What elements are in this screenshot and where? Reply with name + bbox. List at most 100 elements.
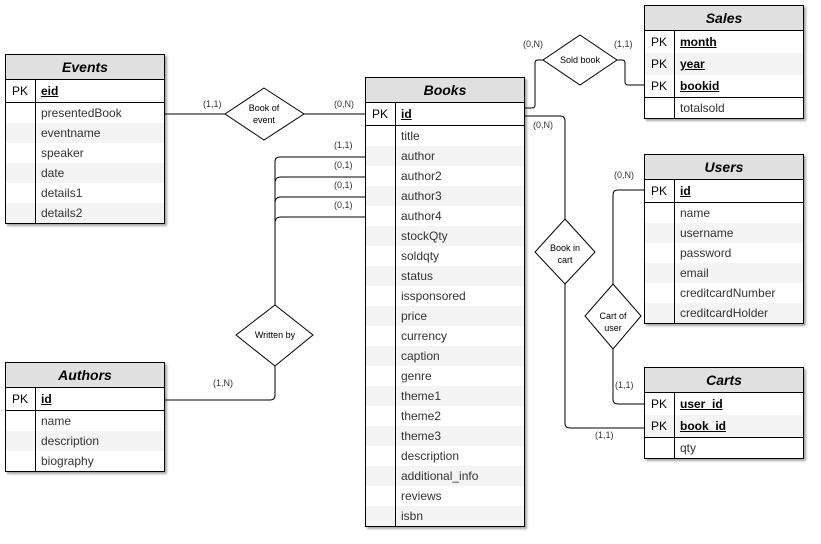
column-divider — [674, 179, 675, 323]
field-row[interactable]: eventname — [6, 123, 164, 143]
field-row[interactable]: username — [645, 223, 803, 243]
field-row[interactable]: email — [645, 263, 803, 283]
entity-title: Carts — [645, 368, 803, 393]
field-row[interactable]: totalsold — [645, 98, 803, 118]
connector-author2-written-by — [274, 176, 366, 184]
field-name: name — [680, 206, 711, 220]
field-row[interactable]: issponsored — [366, 286, 524, 306]
field-row[interactable]: author2 — [366, 166, 524, 186]
field-name: creditcardHolder — [680, 306, 769, 320]
connector-author4-written-by — [274, 216, 366, 224]
relationship-book-of-event-label-2: event — [253, 115, 276, 125]
pk-marker: PK — [11, 392, 28, 406]
column-divider — [35, 79, 36, 223]
field-row[interactable]: price — [366, 306, 524, 326]
field-row[interactable]: biography — [6, 451, 164, 471]
field-name: isbn — [401, 509, 424, 523]
field-name: theme2 — [401, 409, 442, 423]
field-row[interactable]: caption — [366, 346, 524, 366]
connector-written-by-authors — [165, 366, 276, 401]
pk-field-name: id — [680, 184, 691, 198]
field-row[interactable]: currency — [366, 326, 524, 346]
field-row[interactable]: title — [366, 126, 524, 146]
field-row[interactable]: isbn — [366, 506, 524, 526]
relationship-cart-of-user-label-1: Cart of — [599, 311, 627, 321]
column-divider — [395, 102, 396, 526]
cardinality-sales-side: (1,1) — [614, 39, 633, 49]
field-row[interactable]: author3 — [366, 186, 524, 206]
field-row[interactable]: date — [6, 163, 164, 183]
field-row[interactable]: stockQty — [366, 226, 524, 246]
field-row[interactable]: details2 — [6, 203, 164, 223]
entity-title: Events — [6, 55, 164, 80]
relationship-written-by-label: Written by — [255, 330, 296, 340]
field-row[interactable]: description — [366, 446, 524, 466]
pk-row[interactable]: PK id — [645, 180, 803, 203]
field-row[interactable]: additional_info — [366, 466, 524, 486]
field-name: additional_info — [401, 469, 479, 483]
pk-field-name: user_id — [680, 397, 723, 411]
field-row[interactable]: genre — [366, 366, 524, 386]
field-row[interactable]: creditcardNumber — [645, 283, 803, 303]
pk-marker: PK — [650, 184, 667, 198]
pk-marker: PK — [650, 79, 667, 93]
field-row[interactable]: presentedBook — [6, 103, 164, 123]
field-row[interactable]: author — [366, 146, 524, 166]
cardinality-events-side: (1,1) — [203, 99, 222, 109]
field-name: author4 — [401, 209, 442, 223]
field-name: email — [680, 266, 709, 280]
pk-marker: PK — [11, 84, 28, 98]
field-row[interactable]: description — [6, 431, 164, 451]
pk-marker: PK — [650, 35, 667, 49]
cardinality-users-side: (0,N) — [614, 170, 634, 180]
field-row[interactable]: speaker — [6, 143, 164, 163]
cardinality-books-sales-side: (0,N) — [523, 39, 543, 49]
field-name: currency — [401, 329, 448, 343]
pk-marker: PK — [650, 419, 667, 433]
field-row[interactable]: author4 — [366, 206, 524, 226]
field-row[interactable]: theme1 — [366, 386, 524, 406]
cardinality-author-4: (0,1) — [334, 200, 353, 210]
field-row[interactable]: theme3 — [366, 426, 524, 446]
cardinality-author-1: (1,1) — [334, 140, 353, 150]
field-row[interactable]: creditcardHolder — [645, 303, 803, 323]
field-row[interactable]: password — [645, 243, 803, 263]
field-name: description — [41, 434, 100, 448]
connector-author-written-by — [274, 156, 366, 305]
field-name: author3 — [401, 189, 442, 203]
field-name: reviews — [401, 489, 442, 503]
field-row[interactable]: details1 — [6, 183, 164, 203]
connector-users-cart-of-user — [612, 189, 645, 284]
field-name: name — [41, 414, 72, 428]
cardinality-author-3: (0,1) — [334, 180, 353, 190]
cardinality-books-event-side: (0,N) — [334, 99, 354, 109]
field-row[interactable]: reviews — [366, 486, 524, 506]
field-row[interactable]: name — [645, 203, 803, 223]
field-row[interactable]: name — [6, 411, 164, 431]
field-row[interactable]: soldqty — [366, 246, 524, 266]
pk-field-name: id — [401, 107, 412, 121]
field-name: status — [401, 269, 434, 283]
field-name: title — [401, 129, 420, 143]
field-name: caption — [401, 349, 440, 363]
relationship-book-in-cart-label-2: cart — [557, 255, 573, 265]
field-row[interactable]: qty — [645, 438, 803, 458]
field-row[interactable]: status — [366, 266, 524, 286]
connector-books-book-in-cart — [525, 115, 566, 219]
field-row[interactable]: theme2 — [366, 406, 524, 426]
